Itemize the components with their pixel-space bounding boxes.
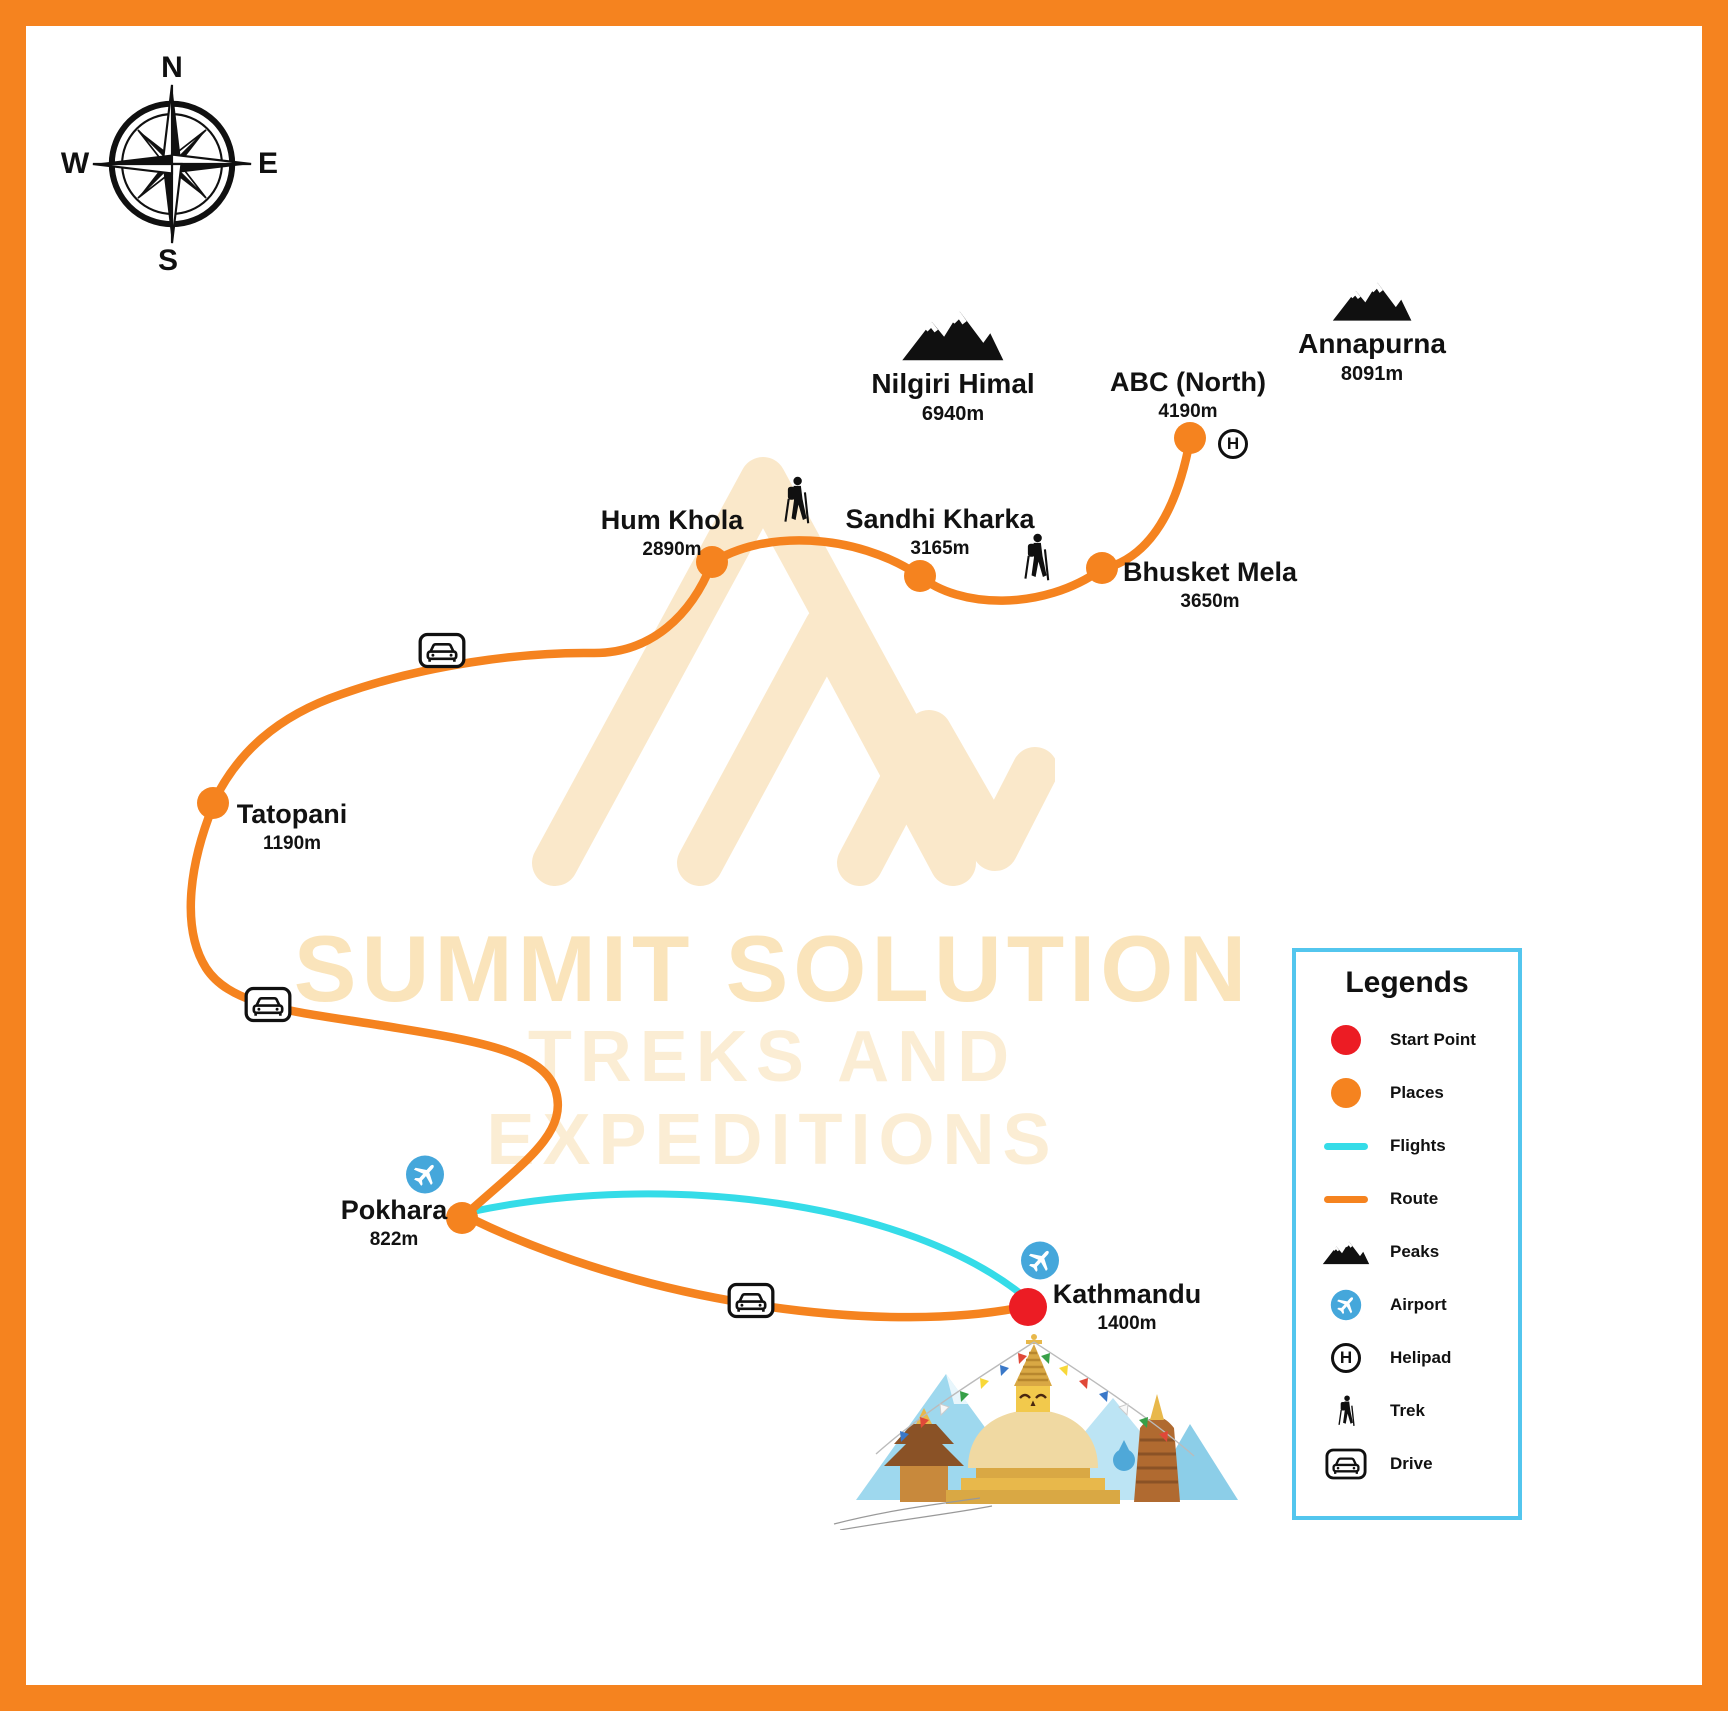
- place-elevation: 2890m: [642, 538, 702, 560]
- drive-icon: [1325, 1448, 1367, 1480]
- watermark-line1: SUMMIT SOLUTION: [293, 916, 1252, 1021]
- peak-name: Nilgiri Himal: [871, 368, 1035, 399]
- place-dot-pokhara: [446, 1202, 478, 1234]
- drive-icon: [727, 1282, 775, 1324]
- legend-item-helipad: H Helipad: [1296, 1341, 1518, 1375]
- legend-label: Places: [1390, 1083, 1444, 1102]
- compass-label-west: W: [60, 147, 90, 180]
- kathmandu-stupa-illustration: [833, 1334, 1238, 1530]
- place-name: Bhusket Mela: [1122, 557, 1298, 587]
- legend-label: Start Point: [1390, 1030, 1476, 1049]
- place-label-sandhi-kharka: Sandhi Kharka 3165m: [845, 504, 1035, 560]
- place-name: Sandhi Kharka: [845, 504, 1035, 534]
- place-label-abc-north: ABC (North) 4190m: [1110, 367, 1266, 423]
- peak-elevation: 8091m: [1340, 362, 1404, 385]
- place-elevation: 3165m: [910, 537, 970, 559]
- place-dot-bhusket-mela: [1086, 552, 1118, 584]
- legend-item-places: Places: [1296, 1076, 1518, 1110]
- place-dot-tatopani: [197, 787, 229, 819]
- place-name: Tatopani: [236, 799, 348, 829]
- place-name: Kathmandu: [1052, 1279, 1202, 1309]
- helipad-icon: H: [1331, 1343, 1361, 1373]
- place-dot-hum-khola: [696, 546, 728, 578]
- legend-item-flights: Flights: [1296, 1129, 1518, 1163]
- place-elevation: 3650m: [1180, 590, 1240, 612]
- route-line-icon: [1324, 1195, 1368, 1203]
- legend-label: Trek: [1390, 1401, 1425, 1420]
- drive-icon: [418, 632, 466, 674]
- place-elevation: 1190m: [262, 832, 322, 854]
- helipad-glyph: H: [1339, 1348, 1353, 1367]
- place-elevation: 822m: [369, 1228, 419, 1250]
- watermark-line2: TREKS AND EXPEDITIONS: [486, 1017, 1059, 1180]
- trek-icon: [778, 475, 814, 532]
- place-label-bhusket-mela: Bhusket Mela 3650m: [1122, 557, 1298, 613]
- legend-label: Drive: [1390, 1454, 1433, 1473]
- legend-item-trek: Trek: [1296, 1394, 1518, 1428]
- legend-item-drive: Drive: [1296, 1447, 1518, 1481]
- airport-icon: [1330, 1289, 1362, 1321]
- peaks-icon: [901, 308, 1006, 362]
- compass-label-south: S: [157, 244, 179, 277]
- place-dot-sandhi-kharka: [904, 560, 936, 592]
- legend-panel: Legends Start Point Places Flights Route…: [1292, 948, 1522, 1520]
- legend-item-start-point: Start Point: [1296, 1023, 1518, 1057]
- peak-annapurna: Annapurna 8091m: [1298, 280, 1446, 386]
- compass-rose-icon: [91, 84, 253, 245]
- place-icon: [1331, 1078, 1361, 1108]
- compass-label-east: E: [257, 147, 279, 180]
- place-name: ABC (North): [1110, 367, 1266, 397]
- place-label-tatopani: Tatopani 1190m: [236, 799, 348, 855]
- place-name: Hum Khola: [600, 505, 744, 535]
- legend-item-peaks: Peaks: [1296, 1235, 1518, 1269]
- peaks-icon: [1331, 280, 1413, 322]
- legend-item-route: Route: [1296, 1182, 1518, 1216]
- drive-icon: [244, 986, 292, 1028]
- compass-label-north: N: [161, 51, 183, 84]
- place-label-pokhara: Pokhara 822m: [340, 1195, 448, 1251]
- flight-line: [466, 1190, 1030, 1302]
- flight-line-icon: [1324, 1142, 1368, 1150]
- helipad-icon: H: [1218, 429, 1248, 459]
- summit-solution-logo-watermark: [532, 457, 1055, 886]
- legend-label: Airport: [1390, 1295, 1447, 1314]
- helipad-glyph: H: [1226, 434, 1240, 453]
- airport-icon: [405, 1155, 445, 1200]
- legend-item-airport: Airport: [1296, 1288, 1518, 1322]
- start-point-icon: [1331, 1025, 1361, 1055]
- place-label-hum-khola: Hum Khola 2890m: [600, 505, 744, 561]
- peak-elevation: 6940m: [921, 402, 985, 425]
- peak-nilgiri-himal: Nilgiri Himal 6940m: [871, 308, 1035, 426]
- airport-icon: [1020, 1241, 1060, 1286]
- place-name: Pokhara: [340, 1195, 448, 1225]
- peak-name: Annapurna: [1298, 328, 1446, 359]
- start-point-dot-kathmandu: [1009, 1288, 1047, 1326]
- watermark-text: SUMMIT SOLUTION TREKS AND EXPEDITIONS: [265, 922, 1280, 1182]
- legend-label: Route: [1390, 1189, 1439, 1208]
- place-elevation: 4190m: [1158, 400, 1218, 422]
- legend-title: Legends: [1345, 966, 1469, 999]
- place-elevation: 1400m: [1097, 1312, 1157, 1334]
- legend-label: Flights: [1390, 1136, 1446, 1155]
- legend-label: Peaks: [1390, 1242, 1440, 1261]
- peaks-icon: [1322, 1240, 1370, 1265]
- trek-icon: [1018, 532, 1054, 589]
- legend-label: Helipad: [1390, 1348, 1452, 1367]
- place-label-kathmandu: Kathmandu 1400m: [1052, 1279, 1202, 1335]
- place-dot-abc-north: [1174, 422, 1206, 454]
- trek-icon: [1334, 1394, 1358, 1428]
